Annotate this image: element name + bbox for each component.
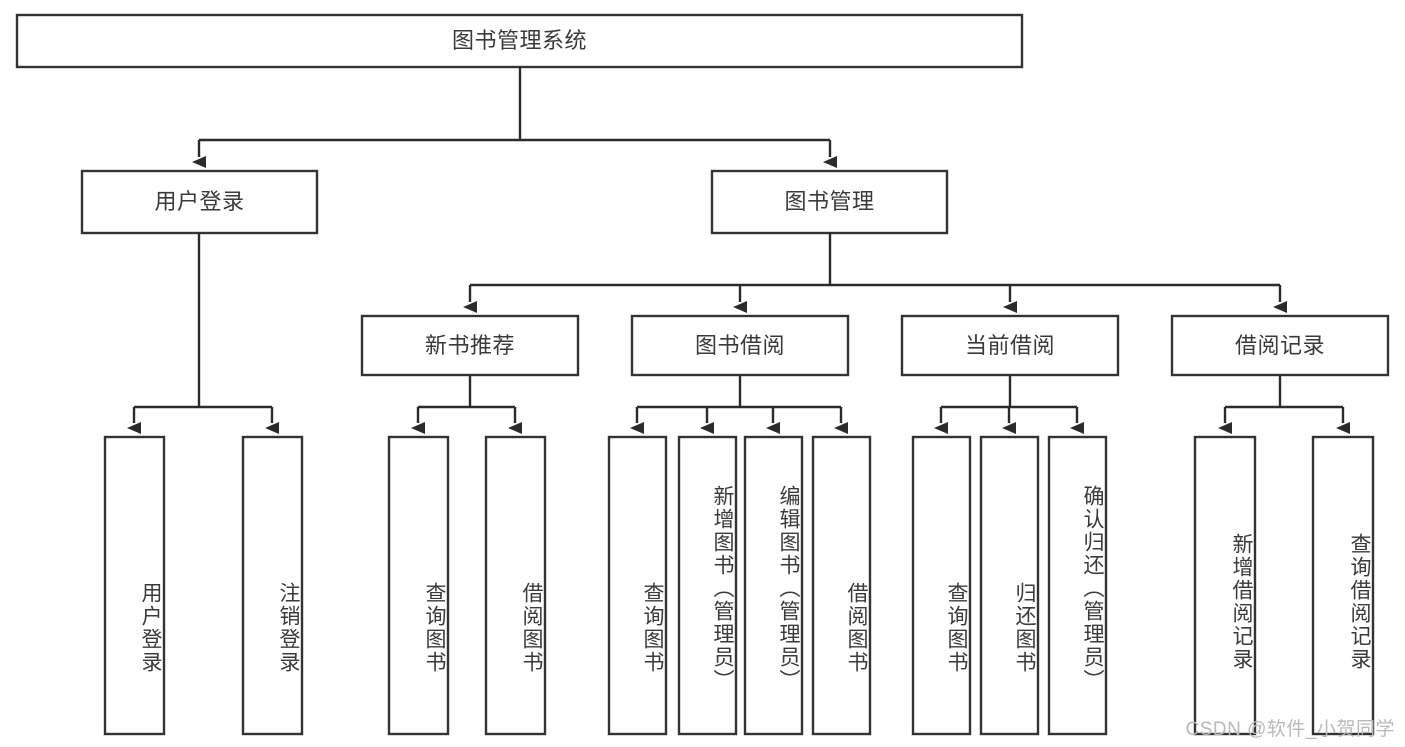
node-box-leaf-add-record[interactable] bbox=[1193, 435, 1257, 736]
node-box-leaf-logout-login[interactable] bbox=[241, 435, 304, 736]
connector-book-borrow-to-leaves bbox=[630, 375, 848, 434]
node-box-borrow-record[interactable] bbox=[1170, 314, 1390, 377]
node-box-leaf-query-book-1[interactable] bbox=[387, 435, 450, 736]
node-box-leaf-query-book-3[interactable] bbox=[911, 435, 972, 736]
connector-user-login-to-leaves bbox=[127, 233, 279, 434]
node-box-leaf-user-login[interactable] bbox=[103, 435, 166, 736]
node-box-leaf-edit-book[interactable] bbox=[743, 435, 804, 736]
node-box-leaf-borrow-book-2[interactable] bbox=[811, 435, 872, 736]
connector-new-book-rec-to-leaves bbox=[411, 375, 522, 434]
node-box-leaf-add-book[interactable] bbox=[677, 435, 738, 736]
csdn-watermark: CSDN @软件_小贺同学 bbox=[1185, 719, 1395, 740]
node-box-user-login[interactable] bbox=[80, 169, 319, 235]
node-box-current-borrow[interactable] bbox=[900, 314, 1120, 377]
node-box-leaf-query-book-2[interactable] bbox=[607, 435, 668, 736]
node-box-leaf-borrow-book-1[interactable] bbox=[484, 435, 547, 736]
node-box-book-manage[interactable] bbox=[710, 169, 949, 235]
node-box-leaf-return-book[interactable] bbox=[979, 435, 1040, 736]
node-box-root[interactable] bbox=[15, 13, 1024, 69]
node-box-leaf-query-record[interactable] bbox=[1311, 435, 1375, 736]
connector-borrow-record-to-leaves bbox=[1218, 375, 1350, 434]
node-box-leaf-confirm-return[interactable] bbox=[1047, 435, 1108, 736]
node-box-new-book-rec[interactable] bbox=[360, 314, 580, 377]
connector-root-to-level2 bbox=[192, 67, 837, 168]
connector-book-manage-to-level3 bbox=[463, 233, 1287, 313]
connector-current-borrow-to-leaves bbox=[934, 375, 1084, 434]
node-box-book-borrow[interactable] bbox=[630, 314, 850, 377]
